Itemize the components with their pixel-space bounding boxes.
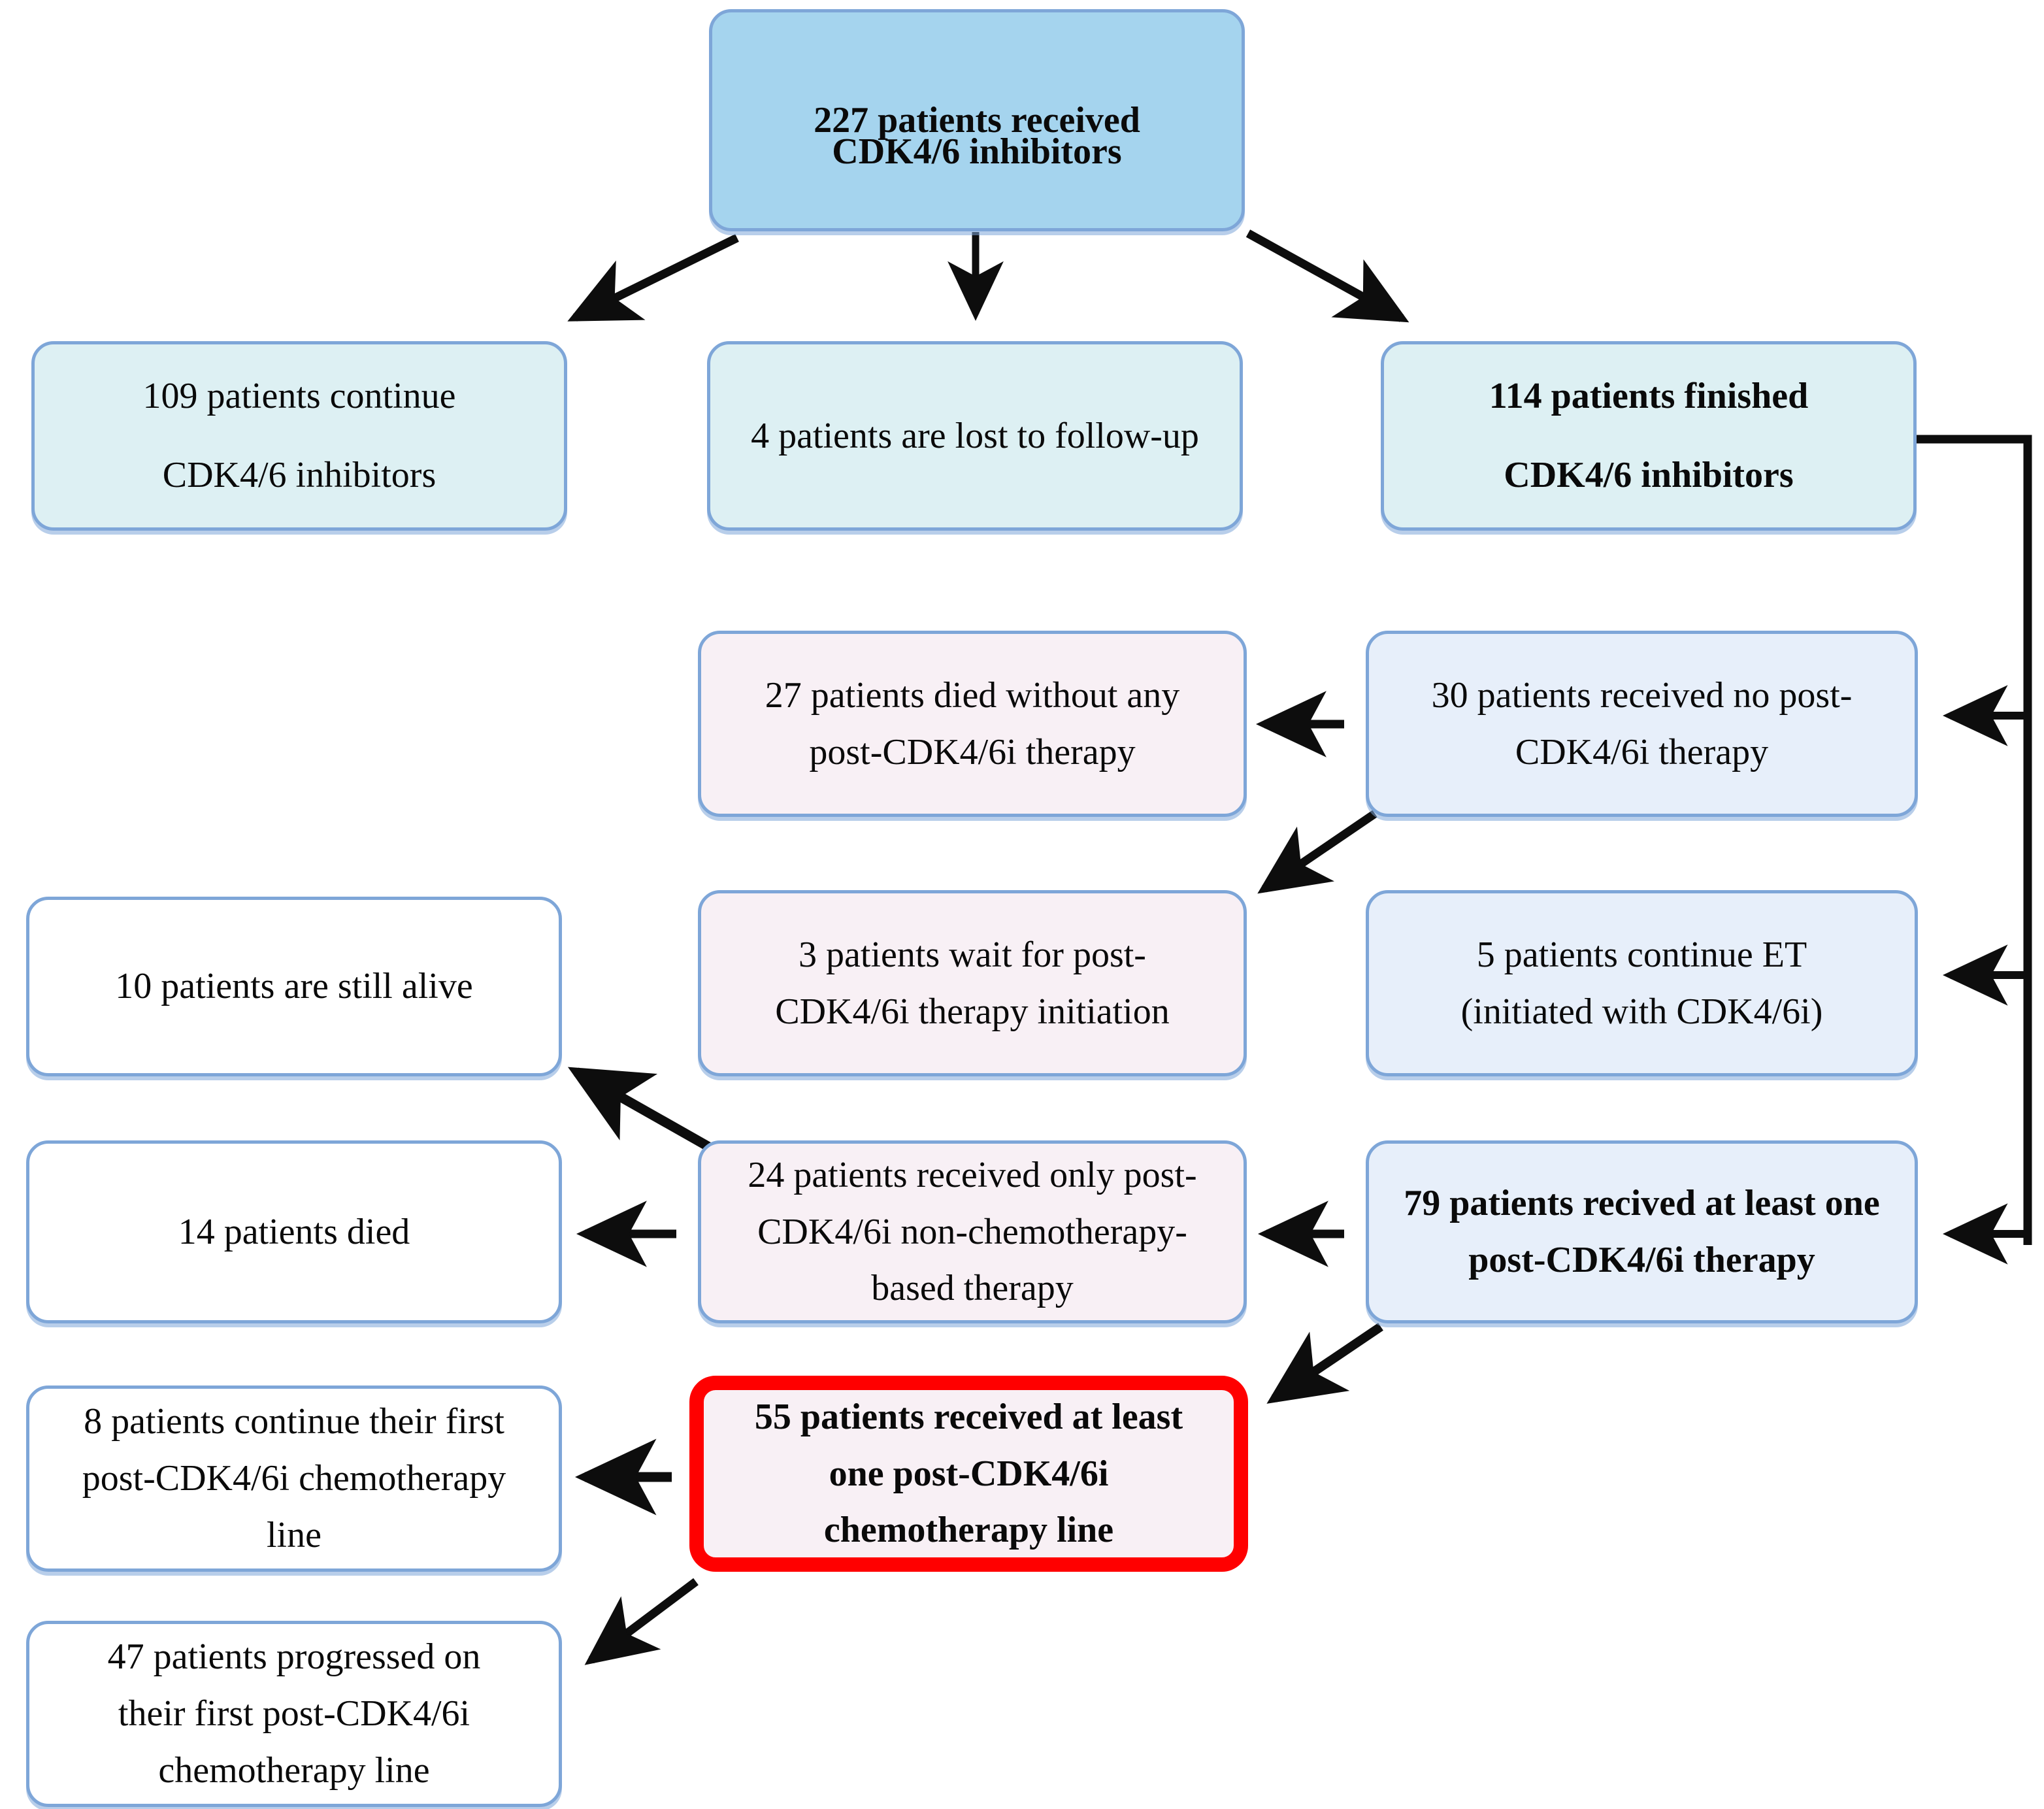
node-died-14[interactable]: 14 patients died <box>26 1140 562 1323</box>
node-finished-cdk-line-1: 114 patients finished <box>1489 376 1809 417</box>
node-still-alive-line-1: 10 patients are still alive <box>115 966 473 1007</box>
node-progressed-first-chemo[interactable]: 47 patients progressed on their first po… <box>26 1621 562 1807</box>
node-progressed-first-chemo-line-1: 47 patients progressed on <box>107 1636 481 1678</box>
node-continue-cdk-line-1: 109 patients continue <box>142 376 456 417</box>
edge-root-to-continue-cdk <box>567 234 739 322</box>
node-continue-et[interactable]: 5 patients continue ET (initiated with C… <box>1366 890 1918 1076</box>
node-at-least-one-chemo[interactable]: 55 patients received at least one post-C… <box>689 1376 1248 1572</box>
node-died-no-therapy-line-2: post-CDK4/6i therapy <box>809 731 1136 772</box>
node-continue-et-line-2: (initiated with CDK4/6i) <box>1460 991 1823 1032</box>
node-continue-first-chemo-line-1: 8 patients continue their first <box>84 1401 504 1442</box>
node-continue-et-line-1: 5 patients continue ET <box>1476 934 1807 975</box>
node-no-post-therapy-line-2: CDK4/6i therapy <box>1515 731 1769 772</box>
edge-bus-from-finished-cdk <box>1917 435 2032 1265</box>
node-at-least-one-chemo-line-1: 55 patients received at least <box>754 1396 1183 1437</box>
node-non-chemo-only[interactable]: 24 patients received only post- CDK4/6i … <box>698 1140 1247 1323</box>
node-continue-cdk-line-2: CDK4/6 inhibitors <box>162 455 437 495</box>
node-root-line2-wrap: CDK4/6 inhibitors <box>709 9 1245 231</box>
edge-root-to-finished-cdk <box>1245 229 1409 323</box>
edge-at-least-one-therapy-to-at-least-one-chemo <box>1266 1323 1383 1404</box>
node-at-least-one-therapy-line-1: 79 patients recived at least one <box>1404 1183 1880 1224</box>
node-no-post-therapy-line-1: 30 patients received no post- <box>1431 674 1853 716</box>
node-continue-cdk[interactable]: 109 patients continue CDK4/6 inhibitors <box>31 341 567 531</box>
node-died-no-therapy[interactable]: 27 patients died without any post-CDK4/6… <box>698 631 1247 817</box>
node-root-line-1: 227 patients received <box>814 99 1140 141</box>
node-wait-initiation-line-2: CDK4/6i therapy initiation <box>775 991 1170 1032</box>
edge-at-least-one-chemo-to-progressed-first-chemo <box>584 1578 699 1665</box>
node-no-post-therapy[interactable]: 30 patients received no post- CDK4/6i th… <box>1366 631 1918 817</box>
node-root-line-2: CDK4/6 inhibitors <box>832 131 1122 173</box>
edge-no-post-therapy-to-wait-initiation <box>1257 810 1377 894</box>
node-still-alive[interactable]: 10 patients are still alive <box>26 897 562 1076</box>
node-at-least-one-therapy-line-2: post-CDK4/6i therapy <box>1468 1240 1815 1280</box>
node-continue-first-chemo-line-3: line <box>267 1514 321 1555</box>
node-at-least-one-therapy[interactable]: 79 patients recived at least one post-CD… <box>1366 1140 1918 1323</box>
node-wait-initiation-line-1: 3 patients wait for post- <box>799 934 1146 975</box>
node-continue-first-chemo[interactable]: 8 patients continue their first post-CDK… <box>26 1386 562 1572</box>
node-non-chemo-only-line-1: 24 patients received only post- <box>748 1154 1197 1195</box>
node-progressed-first-chemo-line-3: chemotherapy line <box>158 1750 430 1791</box>
node-non-chemo-only-line-3: based therapy <box>871 1268 1074 1309</box>
node-non-chemo-only-line-2: CDK4/6i non-chemotherapy- <box>757 1211 1187 1252</box>
node-at-least-one-chemo-line-2: one post-CDK4/6i <box>829 1453 1109 1494</box>
node-root[interactable]: 227 patients received <box>709 9 1245 231</box>
node-progressed-first-chemo-line-2: their first post-CDK4/6i <box>118 1693 470 1734</box>
node-at-least-one-chemo-line-3: chemotherapy line <box>823 1510 1114 1551</box>
node-lost-followup[interactable]: 4 patients are lost to follow-up <box>707 341 1243 531</box>
node-died-14-line-1: 14 patients died <box>178 1211 410 1252</box>
edge-non-chemo-only-to-still-alive <box>567 1067 712 1152</box>
node-continue-first-chemo-line-2: post-CDK4/6i chemotherapy <box>82 1458 506 1499</box>
node-finished-cdk-line-2: CDK4/6 inhibitors <box>1504 455 1794 495</box>
node-wait-initiation[interactable]: 3 patients wait for post- CDK4/6i therap… <box>698 890 1247 1076</box>
node-died-no-therapy-line-1: 27 patients died without any <box>765 674 1180 716</box>
node-finished-cdk[interactable]: 114 patients finished CDK4/6 inhibitors <box>1381 341 1917 531</box>
node-lost-followup-line-1: 4 patients are lost to follow-up <box>751 415 1199 456</box>
